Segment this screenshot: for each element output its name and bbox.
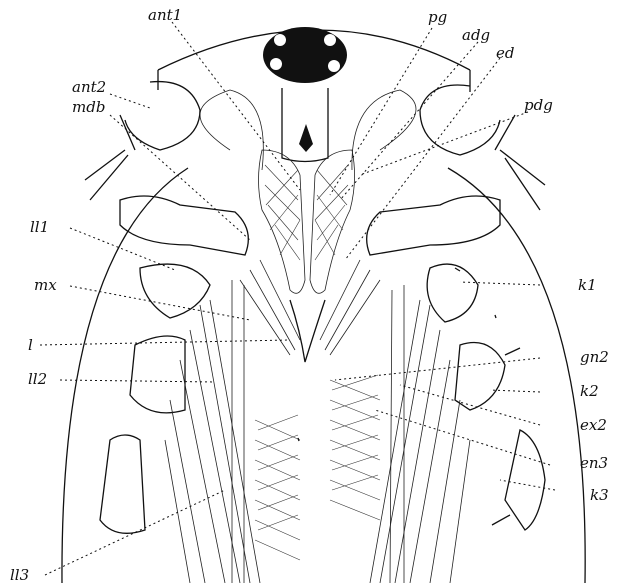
limb1-right — [427, 264, 478, 322]
label-mx: mx — [34, 276, 57, 294]
eye-facet — [328, 60, 340, 72]
label-k1: k1 — [578, 276, 597, 294]
feathered-setae-right — [330, 375, 380, 520]
limb2-right — [455, 343, 505, 411]
leader-lines — [40, 22, 555, 575]
markers — [298, 268, 520, 525]
gland-right — [310, 150, 355, 293]
mandible-right — [367, 196, 500, 255]
eye-facet — [270, 58, 282, 70]
label-ll2: ll2 — [28, 370, 47, 388]
eye-facet — [324, 34, 336, 46]
eye-facet — [274, 34, 286, 46]
antenna2-right — [420, 85, 500, 155]
body-outline — [62, 168, 585, 583]
central-pore — [299, 124, 313, 152]
label-k3: k3 — [590, 486, 609, 504]
limb3-left — [100, 435, 145, 533]
limb2-left — [130, 336, 185, 413]
label-adg: adg — [462, 26, 490, 44]
setae-right — [320, 260, 470, 583]
label-pdg: pdg — [524, 96, 553, 114]
feathered-setae-left — [255, 415, 300, 560]
label-ex2: ex2 — [580, 416, 607, 434]
label-ed: ed — [496, 44, 514, 62]
label-pg: pg — [428, 8, 447, 26]
gland-hatching — [265, 165, 348, 260]
label-ll1: ll1 — [30, 218, 49, 236]
setae-left — [165, 260, 300, 583]
label-k2: k2 — [580, 382, 599, 400]
antenna2-left — [125, 82, 200, 150]
label-ll3: ll3 — [10, 566, 29, 583]
mandible-left — [120, 196, 248, 255]
limb3-right — [505, 430, 545, 530]
limb1-left — [140, 264, 210, 318]
antenna2-right-setae — [495, 115, 545, 210]
label-gn2: gn2 — [580, 348, 609, 366]
label-ant2: ant2 — [72, 78, 106, 96]
label-l: l — [28, 336, 33, 354]
eye — [263, 27, 347, 83]
label-en3: en3 — [580, 454, 608, 472]
label-mdb: mdb — [72, 98, 105, 116]
label-ant1: ant1 — [148, 6, 182, 24]
